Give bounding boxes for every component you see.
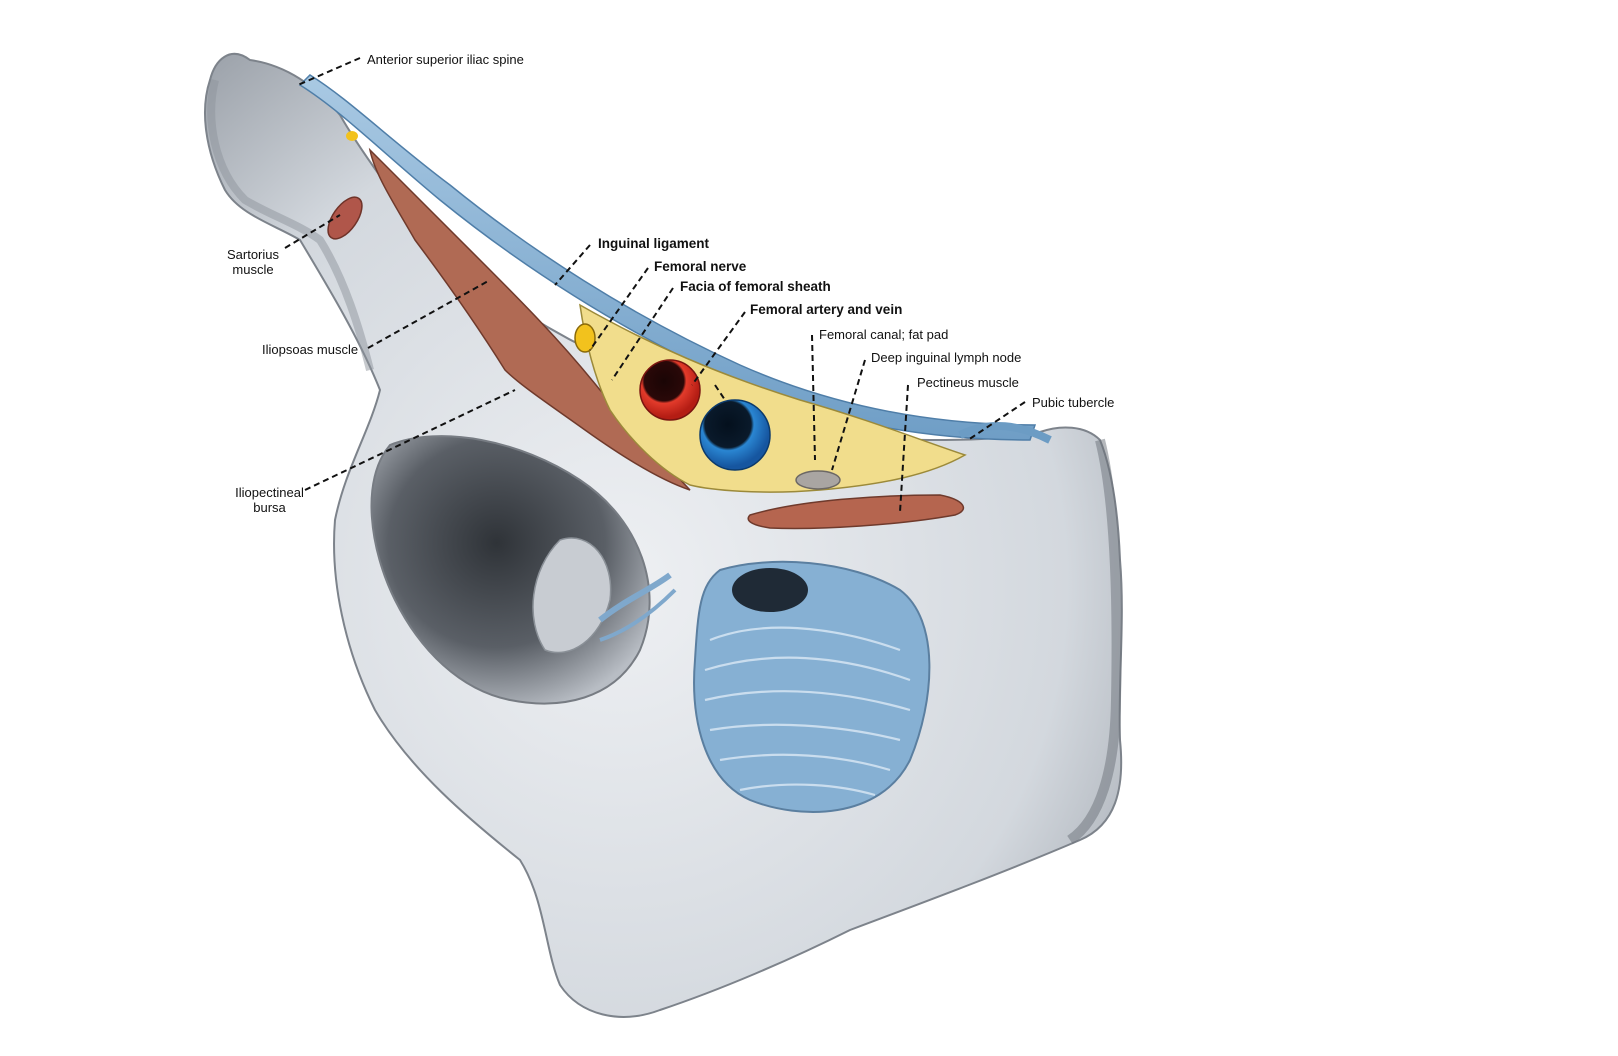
label-pubic-tubercle: Pubic tubercle <box>1032 395 1115 410</box>
lymph-node-section <box>795 470 841 490</box>
inguinal-ligament <box>298 74 1052 444</box>
hip-bone <box>204 53 1123 1018</box>
label-inguinal-ligament: Inguinal ligament <box>598 236 710 251</box>
label-sartorius-muscle: Sartorius muscle <box>226 247 280 277</box>
label-iliopsoas-muscle: Iliopsoas muscle <box>262 342 359 357</box>
label-deep-inguinal-lymph-node: Deep inguinal lymph node <box>871 350 1022 365</box>
sartorius-section <box>327 196 363 240</box>
acetabulum <box>370 435 677 705</box>
label-anterior-superior-iliac-spine: Anterior superior iliac spine <box>367 52 524 67</box>
pectineus-section <box>747 494 965 530</box>
femoral-nerve-section <box>574 323 596 353</box>
label-iliopectineal-bursa: Iliopectineal bursa <box>235 485 304 515</box>
label-femoral-nerve: Femoral nerve <box>654 259 747 274</box>
label-femoral-canal-fat-pad: Femoral canal; fat pad <box>819 327 949 342</box>
femoral-vein-section <box>699 399 771 471</box>
femoral-sheath <box>579 303 967 493</box>
label-pectineus-muscle: Pectineus muscle <box>917 375 1019 390</box>
obturator-membrane <box>693 560 931 813</box>
femoral-artery-section <box>639 359 701 421</box>
nerve-spot-asis <box>346 131 358 141</box>
label-femoral-artery-and-vein: Femoral artery and vein <box>750 302 903 317</box>
leader-lines <box>284 57 1026 513</box>
label-fascia-of-femoral-sheath: Facia of femoral sheath <box>680 279 831 294</box>
